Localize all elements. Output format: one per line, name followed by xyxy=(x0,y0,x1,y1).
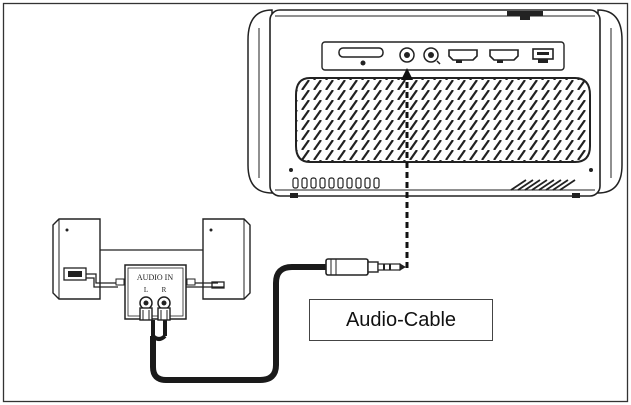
av-jack-port xyxy=(423,47,441,65)
usb-port xyxy=(532,48,554,63)
audio-cable-label: Audio-Cable xyxy=(309,299,493,341)
arrow-up-icon xyxy=(401,68,413,80)
audio-in-right-label: R xyxy=(162,286,167,294)
rear-vent xyxy=(510,179,576,191)
projector xyxy=(247,9,623,198)
hdmi-port-1 xyxy=(448,49,478,63)
audio-in-left-label: L xyxy=(144,286,148,294)
audio-cable xyxy=(150,264,329,383)
hdmi-port-2 xyxy=(489,49,519,63)
connection-guide xyxy=(401,68,413,268)
left-speaker xyxy=(52,218,101,300)
card-slot xyxy=(338,47,384,58)
rca-plug-left xyxy=(139,296,153,321)
speaker-grille xyxy=(295,77,591,163)
audio-jack-port xyxy=(399,47,415,63)
right-speaker xyxy=(202,218,251,300)
vent-slots xyxy=(292,177,380,189)
audio-plug-3-5mm xyxy=(325,258,406,276)
audio-in-label: AUDIO IN xyxy=(137,273,173,282)
rca-plug-right xyxy=(157,296,171,321)
speaker-system: AUDIO IN L R xyxy=(52,218,251,321)
